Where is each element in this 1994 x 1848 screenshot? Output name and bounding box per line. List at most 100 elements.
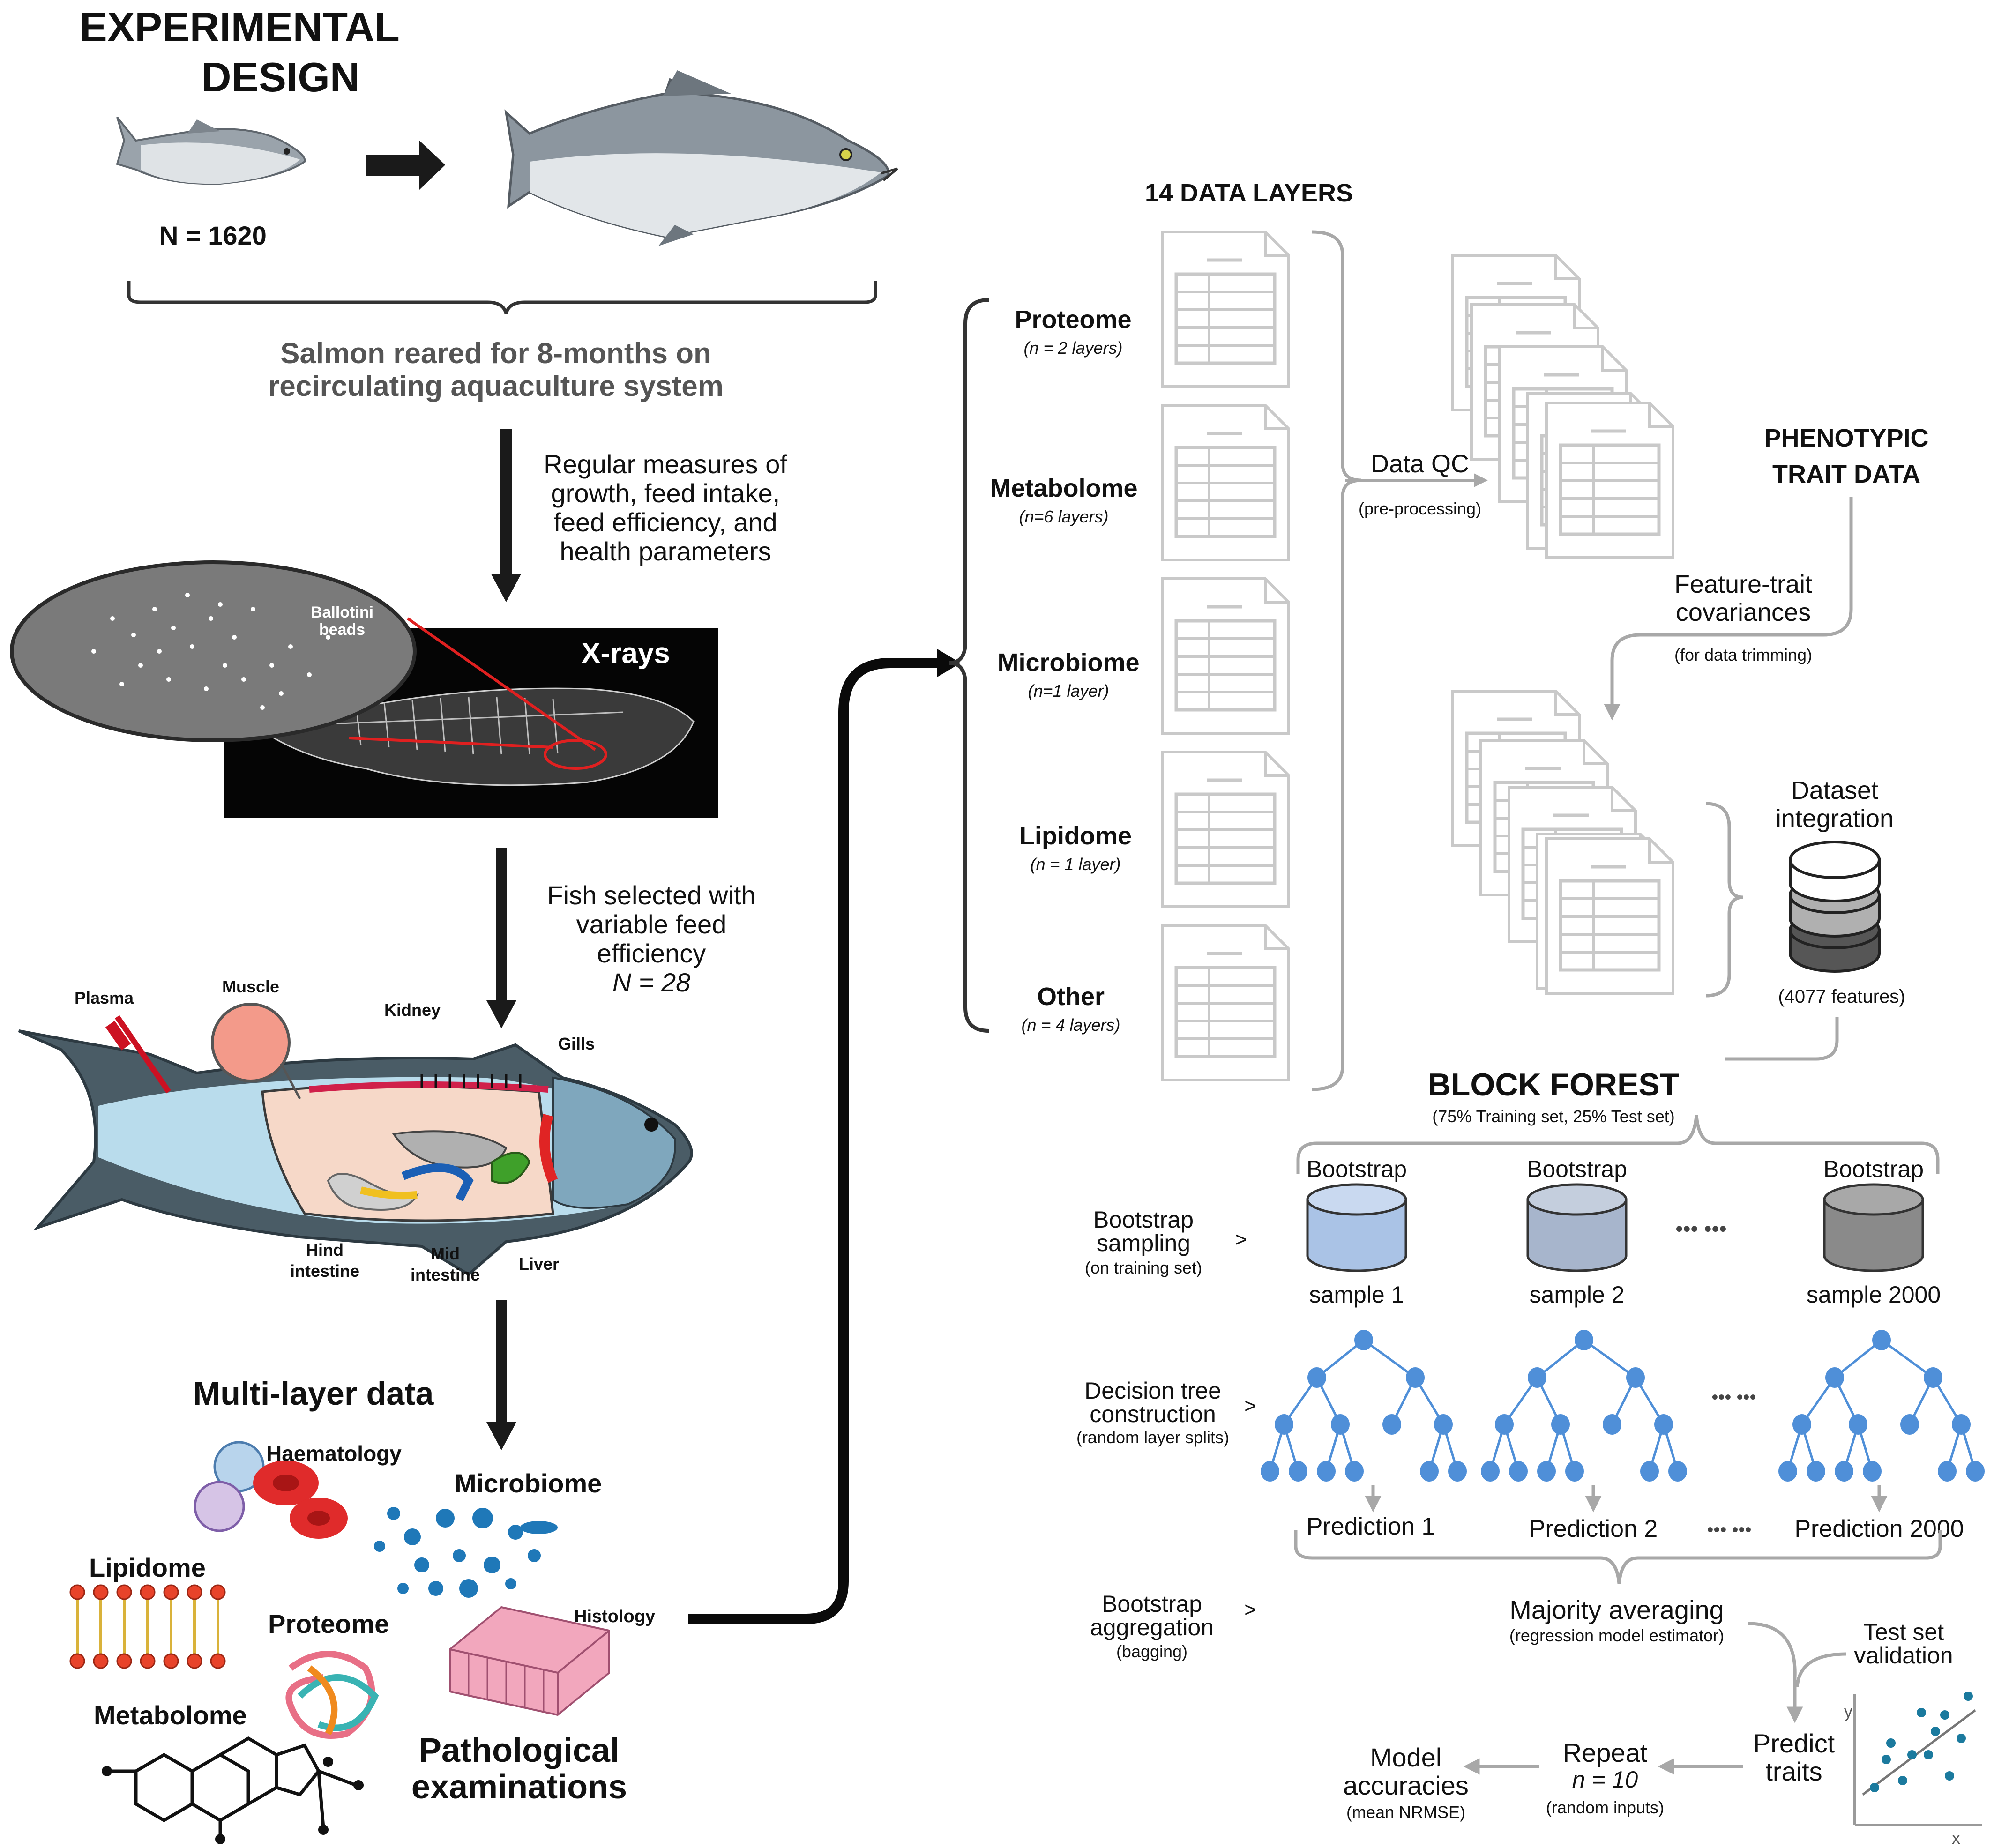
svg-text:Metabolome: Metabolome xyxy=(990,474,1137,502)
microbiome-multilayer-label: Microbiome xyxy=(455,1468,602,1498)
layer-label-metabolome: Metabolome (n=6 layers) xyxy=(990,474,1137,526)
tree-ellipsis: ••• ••• xyxy=(1711,1387,1756,1408)
fish-brace xyxy=(127,281,877,314)
majority-averaging-sublabel: (regression model estimator) xyxy=(1509,1626,1724,1645)
microbes-illustration xyxy=(374,1507,558,1598)
data-qc-sublabel: (pre-processing) xyxy=(1359,499,1481,518)
bootstrap-sampling-line1: Bootstrap xyxy=(1093,1207,1194,1233)
bootstrap-sampling-sublabel: (on training set) xyxy=(1085,1258,1202,1277)
bootstrap-sample-1: Bootstrap sample 1 xyxy=(1306,1156,1407,1308)
bootstrap-aggregation-sublabel: (bagging) xyxy=(1116,1642,1187,1661)
steroid-molecule-illustration xyxy=(102,1736,364,1844)
integration-line2: integration xyxy=(1776,805,1894,833)
model-accuracies-line2: accuracies xyxy=(1343,1771,1469,1800)
covariance-arrow xyxy=(1604,497,1853,721)
plasma-label: Plasma xyxy=(75,988,134,1007)
bootstrap-aggregation-line2: aggregation xyxy=(1090,1614,1214,1640)
flow-arrow-1-head xyxy=(491,574,521,602)
proteome-multilayer-label: Proteome xyxy=(268,1609,389,1639)
salmon-anatomy-illustration xyxy=(18,1003,693,1276)
gills-label: Gills xyxy=(558,1034,595,1053)
layer-label-microbiome: Microbiome (n=1 layer) xyxy=(997,648,1139,700)
tree-to-prediction-arrows xyxy=(1365,1485,1888,1513)
data-qc-label: Data QC xyxy=(1371,450,1469,478)
multilayer-title: Multi-layer data xyxy=(193,1375,434,1412)
measures-line3: feed efficiency, and xyxy=(553,507,777,537)
measures-line1: Regular measures of xyxy=(544,449,787,479)
model-accuracies-line1: Model xyxy=(1370,1743,1442,1772)
covariance-sublabel: (for data trimming) xyxy=(1674,645,1812,664)
qc-document-stack xyxy=(1453,255,1673,558)
phenotypic-line2: TRAIT DATA xyxy=(1772,460,1920,488)
lipidome-multilayer-label: Lipidome xyxy=(89,1553,206,1582)
database-icon xyxy=(1789,841,1881,973)
ballotini-beads-dots xyxy=(91,593,330,710)
prediction-2000: Prediction 2000 xyxy=(1794,1515,1964,1542)
mid-intestine-label-line2: intestine xyxy=(411,1265,480,1284)
decision-tree-sublabel: (random layer splits) xyxy=(1076,1428,1229,1447)
large-salmon-illustration xyxy=(504,70,898,246)
covariance-line1: Feature-trait xyxy=(1674,570,1812,598)
haematology-label: Haematology xyxy=(266,1441,402,1466)
scatter-axis-x: x xyxy=(1952,1828,1960,1846)
covariance-line2: covariances xyxy=(1676,598,1811,626)
svg-text:(n = 2 layers): (n = 2 layers) xyxy=(1023,338,1122,358)
layer-label-other: Other (n = 4 layers) xyxy=(1021,983,1120,1035)
integration-to-forest-arrow xyxy=(1725,1017,1839,1061)
layer-documents xyxy=(1162,232,1289,1080)
decision-tree-2000 xyxy=(1778,1330,1985,1482)
blood-cells-illustration xyxy=(194,1441,348,1539)
svg-text:Bootstrap: Bootstrap xyxy=(1527,1156,1627,1182)
decision-tree-1 xyxy=(1261,1330,1467,1482)
histology-tissue-illustration xyxy=(449,1606,610,1716)
growth-arrow xyxy=(366,141,445,190)
svg-text:sample 2000: sample 2000 xyxy=(1807,1282,1941,1308)
svg-text:(n=6 layers): (n=6 layers) xyxy=(1019,507,1108,526)
svg-text:Proteome: Proteome xyxy=(1015,306,1131,334)
scatter-plot-icon xyxy=(1853,1692,1982,1826)
bootstrap-sampling-arrow: > xyxy=(1235,1228,1247,1251)
protein-illustration xyxy=(285,1651,379,1739)
n-1620-label: N = 1620 xyxy=(159,221,267,250)
hind-intestine-label-line2: intestine xyxy=(290,1261,359,1281)
block-forest-title: BLOCK FOREST xyxy=(1428,1067,1679,1103)
layers-right-brace xyxy=(1312,230,1362,1091)
layers-left-brace xyxy=(948,298,989,1033)
ballotini-zoom-oval xyxy=(10,560,417,742)
experimental-title-line1: EXPERIMENTAL xyxy=(80,4,400,50)
selected-line3: efficiency xyxy=(597,939,706,968)
svg-text:Other: Other xyxy=(1037,983,1105,1011)
measures-line4: health parameters xyxy=(560,537,771,566)
decision-tree-2 xyxy=(1481,1330,1687,1482)
selected-line2: variable feed xyxy=(576,909,727,939)
pathological-line1: Pathological xyxy=(419,1732,620,1769)
svg-text:Bootstrap: Bootstrap xyxy=(1823,1156,1924,1182)
layer-label-proteome: Proteome (n = 2 layers) xyxy=(1015,306,1131,358)
prediction-2: Prediction 2 xyxy=(1529,1515,1658,1542)
majority-to-predict-arrow xyxy=(1748,1622,1803,1723)
svg-text:(n = 1 layer): (n = 1 layer) xyxy=(1030,855,1120,874)
prediction-1: Prediction 1 xyxy=(1307,1513,1435,1540)
lipid-bilayer-illustration xyxy=(69,1584,226,1669)
test-validation-line1: Test set xyxy=(1863,1619,1944,1645)
ballotini-label-line2: beads xyxy=(319,621,365,639)
bootstrap-sample-2000: Bootstrap sample 2000 xyxy=(1807,1156,1941,1308)
layer-label-lipidome: Lipidome (n = 1 layer) xyxy=(1019,822,1132,874)
majority-averaging-label: Majority averaging xyxy=(1509,1595,1724,1624)
xray-label: X-rays xyxy=(581,637,670,670)
bootstrap-aggregation-line1: Bootstrap xyxy=(1102,1591,1202,1617)
muscle-label: Muscle xyxy=(222,977,279,996)
hind-intestine-label-line1: Hind xyxy=(306,1240,344,1259)
selected-line4: N = 28 xyxy=(612,968,691,997)
prediction-ellipsis: ••• ••• xyxy=(1707,1520,1751,1540)
integration-brace xyxy=(1705,802,1744,998)
bootstrap-ellipsis: ••• ••• xyxy=(1675,1216,1726,1241)
flow-arrow-2-head xyxy=(486,1000,516,1028)
bootstrap-top-brace xyxy=(1296,1115,1940,1174)
phenotypic-line1: PHENOTYPIC xyxy=(1764,424,1928,452)
block-forest-subtitle: (75% Training set, 25% Test set) xyxy=(1432,1107,1675,1126)
scatter-axis-y: y xyxy=(1844,1702,1852,1721)
decision-tree-arrow: > xyxy=(1244,1394,1256,1417)
svg-text:Microbiome: Microbiome xyxy=(997,648,1139,677)
